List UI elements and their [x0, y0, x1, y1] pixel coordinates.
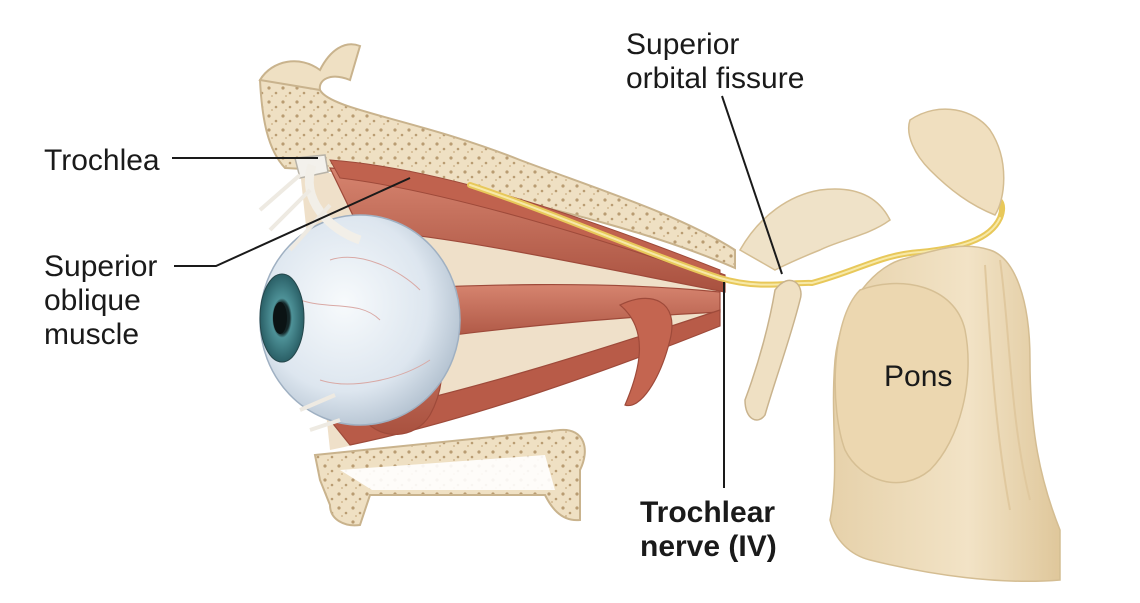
- tendon-fibers: [258, 173, 341, 432]
- orbital-roof-bone-top: [258, 43, 362, 92]
- label-superior-orbital-fissure: Superior orbital fissure: [626, 28, 804, 96]
- label-superior-orbital-fissure-line1: Superior: [626, 28, 740, 61]
- leader-superior-oblique-muscle: [174, 177, 411, 267]
- label-trochlear-nerve-line1: Trochlear: [640, 496, 776, 529]
- muscle-loop: [618, 297, 673, 407]
- orbital-floor-inner: [340, 455, 555, 490]
- label-superior-oblique-muscle: Superior oblique muscle: [44, 250, 157, 352]
- label-superior-oblique-muscle-line2: oblique: [44, 284, 141, 317]
- pons-bulge: [834, 282, 969, 484]
- brainstem-stripes: [984, 259, 1031, 511]
- label-superior-oblique-muscle-line1: Superior: [44, 250, 158, 283]
- label-pons: Pons: [884, 360, 953, 393]
- superior-oblique-tendon: [304, 163, 362, 245]
- label-superior-orbital-fissure-line2: orbital fissure: [626, 62, 805, 95]
- eyeball-vessels: [299, 256, 431, 385]
- sphenoid-bone-sliver: [744, 279, 802, 421]
- pupil: [273, 302, 287, 334]
- label-trochlear-nerve: Trochlear nerve (IV): [640, 496, 777, 564]
- label-superior-oblique-muscle-line3: muscle: [44, 318, 140, 351]
- label-trochlear-nerve-line2: nerve (IV): [640, 530, 777, 563]
- leader-superior-orbital-fissure: [721, 95, 783, 275]
- label-trochlea: Trochlea: [44, 144, 160, 177]
- midbrain-cap: [908, 108, 1005, 216]
- skull-base-bone: [738, 188, 891, 271]
